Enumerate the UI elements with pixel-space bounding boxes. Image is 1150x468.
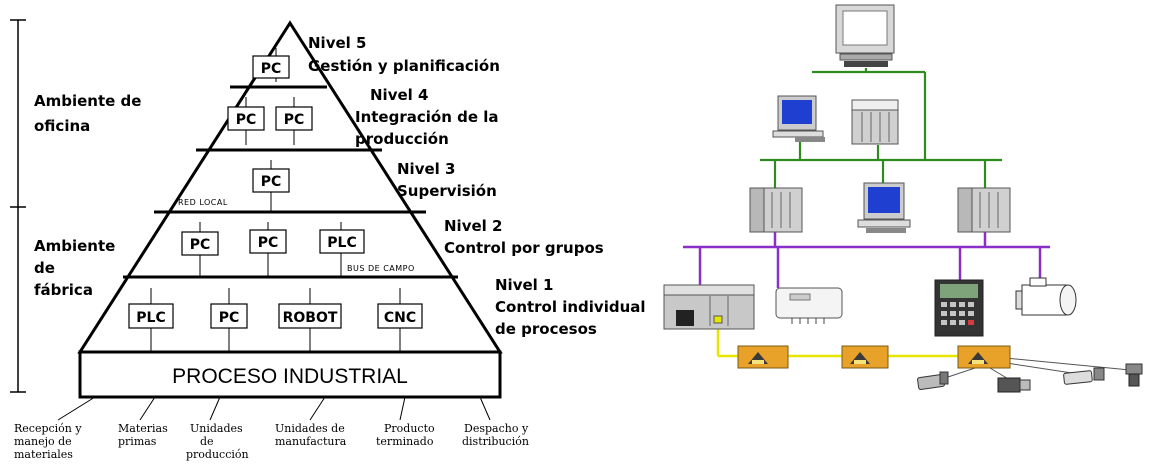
bottom-label-unidades-manufactura: Unidades de manufactura bbox=[275, 422, 348, 448]
proceso-industrial-box bbox=[78, 350, 502, 399]
bottom-label-unidades-produccion: Unidades de producción bbox=[186, 422, 249, 461]
automation-pyramid: Ambiente de oficina Ambiente de fábrica … bbox=[10, 19, 651, 461]
plc-controller-icon bbox=[663, 284, 755, 330]
l1-pc-label: PC bbox=[219, 310, 240, 326]
operator-panel-icon bbox=[934, 279, 984, 337]
network-diagram bbox=[663, 4, 1143, 393]
plc-rack-icon bbox=[749, 187, 803, 233]
servo-motor-icon bbox=[1015, 277, 1077, 316]
bottom-label-materias: Materias primas bbox=[118, 422, 171, 448]
purple-fieldbus bbox=[683, 232, 1050, 288]
plc-rack-icon bbox=[957, 187, 1011, 233]
l5-pc-label: PC bbox=[261, 61, 282, 77]
plc-rack-icon bbox=[851, 99, 899, 145]
l3-pc-label: PC bbox=[261, 174, 282, 190]
desktop-pc-icon bbox=[772, 95, 825, 142]
field-bus-node-icon bbox=[737, 345, 789, 369]
io-module-icon bbox=[775, 287, 843, 324]
l2-plc-label: PLC bbox=[327, 235, 356, 251]
l5-pc-box bbox=[252, 55, 290, 79]
l1-plc-label: PLC bbox=[136, 310, 165, 326]
mainframe-terminal-icon bbox=[835, 4, 895, 67]
bottom-label-despacho: Despacho y distribución bbox=[462, 422, 532, 448]
sensor-icon bbox=[1125, 363, 1143, 387]
field-bus-node-icon bbox=[957, 345, 1011, 369]
l4-pc-label-1: PC bbox=[236, 112, 257, 128]
level-4-label: Nivel 4 Integración de la producción bbox=[355, 86, 504, 148]
level-2-label: Nivel 2 Control por grupos bbox=[444, 217, 604, 257]
level-1-label: Nivel 1 Control individual de procesos bbox=[495, 276, 651, 338]
proceso-industrial-label: PROCESO INDUSTRIAL bbox=[172, 365, 408, 388]
l1-robot-label: ROBOT bbox=[283, 310, 338, 326]
bottom-label-producto: Producto terminado bbox=[376, 422, 438, 448]
sensor-icon bbox=[997, 377, 1031, 393]
level-3-label: Nivel 3 Supervisión bbox=[397, 160, 497, 200]
l2-pc-label-2: PC bbox=[258, 235, 279, 251]
desktop-pc-icon bbox=[857, 182, 911, 233]
ambient-office-label: Ambiente de oficina bbox=[34, 92, 147, 135]
l1-cnc-label: CNC bbox=[384, 310, 416, 326]
red-local-label: RED LOCAL bbox=[178, 198, 228, 207]
bottom-label-recepcion: Recepción y manejo de materiales bbox=[14, 422, 85, 461]
sensor-icon bbox=[917, 371, 949, 390]
l2-pc-label-1: PC bbox=[190, 237, 211, 253]
level-5-label: Nivel 5 Gestión y planificación bbox=[308, 34, 500, 75]
ambient-factory-label: Ambiente de fábrica bbox=[34, 237, 121, 299]
field-bus-node-icon bbox=[841, 345, 889, 369]
l4-pc-label-2: PC bbox=[284, 112, 305, 128]
green-network bbox=[760, 68, 1002, 188]
sensor-icon bbox=[1063, 367, 1105, 385]
bus-campo-label: BUS DE CAMPO bbox=[347, 264, 415, 273]
